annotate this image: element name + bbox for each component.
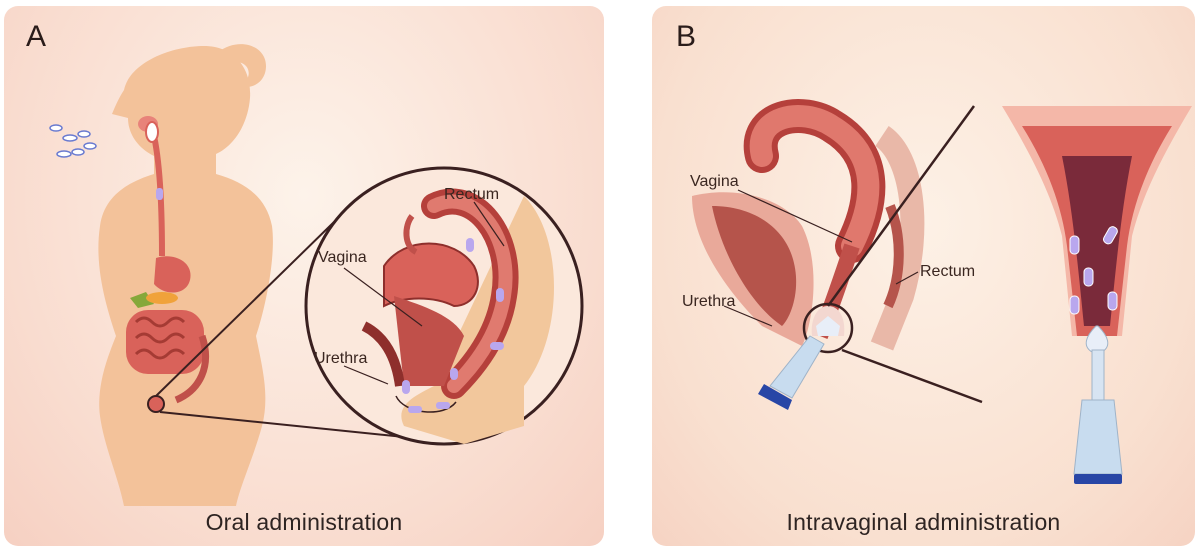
label-vagina-b: Vagina	[690, 173, 739, 190]
applicator-large	[1074, 326, 1122, 484]
caption-oral: Oral administration	[4, 509, 604, 536]
intravaginal-illustration: Vagina Urethra Rectum	[652, 6, 1195, 546]
panel-intravaginal-administration: B Vagina Urethra Rectum	[652, 6, 1195, 546]
magnified-pelvis: Rectum Vagina Urethra	[306, 168, 582, 444]
label-vagina-a: Vagina	[318, 249, 367, 266]
label-urethra-b: Urethra	[682, 293, 735, 310]
label-rectum-a: Rectum	[444, 186, 499, 203]
applicator-small	[758, 336, 824, 410]
label-urethra-a: Urethra	[314, 350, 367, 367]
oral-illustration: Rectum Vagina Urethra	[4, 6, 604, 546]
caption-intravaginal: Intravaginal administration	[652, 509, 1195, 536]
oral-capsules	[50, 125, 96, 157]
magnified-vaginal-canal	[1002, 106, 1192, 336]
label-rectum-b: Rectum	[920, 263, 975, 280]
panel-oral-administration: A	[4, 6, 604, 546]
